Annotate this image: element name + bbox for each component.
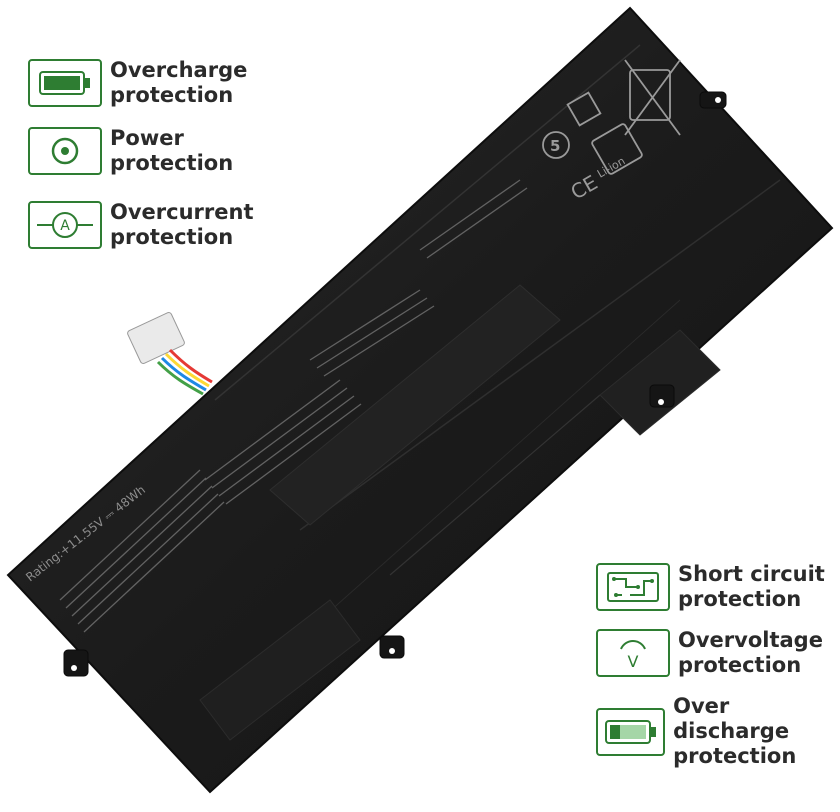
svg-text:V: V [628,652,639,671]
certification-marks [542,59,681,175]
mount-tab [63,91,727,677]
feature-line2: protection [110,225,234,249]
svg-text:A: A [60,218,70,234]
feature-line2: protection [110,151,234,175]
circuit-board-icon [596,563,670,611]
feature-line2: protection [678,653,802,677]
feature-line1: Power [110,126,184,150]
feature-line1: Overcurrent [110,200,254,224]
feature-line2: protection [673,744,797,768]
battery-connector [127,312,213,400]
battery-low-icon [596,707,666,756]
battery-full-icon [28,59,102,107]
feature-line2: protection [110,83,234,107]
feature-line1: Short circuit [678,562,825,586]
feature-line2: protection [678,587,802,611]
feature-line1: Over discharge [673,694,790,743]
feature-line1: Overvoltage [678,628,823,652]
feature-line1: Overcharge [110,58,248,82]
ammeter-icon: A [28,201,102,249]
voltmeter-icon: V [596,629,670,677]
power-circle-icon [28,127,102,175]
recycle-number: 5 [550,137,560,155]
